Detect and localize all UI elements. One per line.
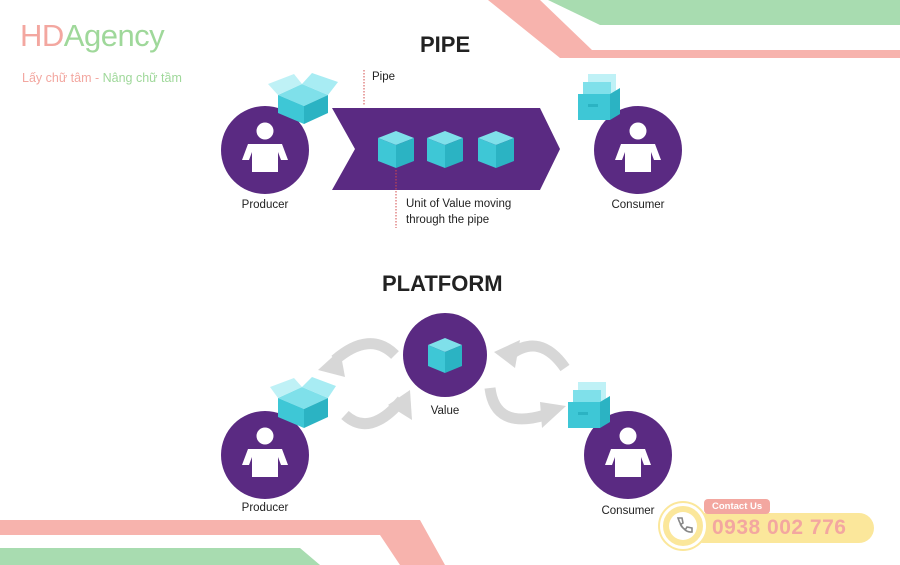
platform-value-box-icon — [428, 338, 462, 373]
logo-tagline-part-a: Lấy chữ tâm - — [22, 71, 103, 85]
platform-producer-label: Producer — [241, 502, 289, 514]
pipe-consumer-person-icon — [615, 122, 661, 172]
pipe-title: PIPE — [420, 32, 471, 57]
contact-phone-number[interactable]: 0938 002 776 — [712, 516, 847, 539]
platform-consumer-stack-icon — [568, 382, 610, 428]
decor-stripes-top — [488, 0, 900, 58]
pipe-consumer-label: Consumer — [611, 199, 665, 211]
pipe-box-icon-3 — [478, 131, 514, 168]
pipe-producer-box-icon — [268, 73, 338, 124]
pipe-consumer-stack-icon — [578, 74, 620, 120]
contact-pill — [688, 513, 874, 543]
pipe-producer-person-icon — [242, 122, 288, 172]
platform-value-label: Value — [430, 405, 460, 417]
decor-stripes-bottom — [0, 520, 445, 565]
pipe-label: Pipe — [372, 71, 396, 83]
phone-icon-ring — [660, 503, 706, 549]
pipe-box-icon-2 — [427, 131, 463, 168]
pipe-producer-label: Producer — [241, 199, 289, 211]
platform-cycle-arrows-left — [331, 338, 407, 430]
platform-consumer-label: Consumer — [601, 505, 655, 517]
logo-agency-text: Agency — [63, 18, 165, 53]
platform-consumer-person-icon — [605, 427, 651, 477]
logo-tagline-part-b: Nâng chữ tầm — [102, 71, 182, 85]
platform-title: PLATFORM — [382, 271, 503, 296]
logo-hd-text: HD — [20, 18, 64, 53]
logo-tagline: Lấy chữ tâm - Nâng chữ tầm — [22, 71, 182, 85]
platform-producer-box-icon — [270, 377, 336, 428]
unit-label-line-1: Unit of Value moving — [406, 198, 512, 210]
unit-label-line-2: through the pipe — [406, 214, 490, 226]
contact-tag: Contact Us — [704, 499, 771, 514]
contact-badge[interactable]: Contact Us 0938 002 776 — [660, 499, 874, 551]
pipe-box-icon-1 — [378, 131, 414, 168]
phone-icon — [669, 512, 697, 540]
brand-logo: HDAgency — [20, 18, 165, 54]
platform-producer-person-icon — [242, 427, 288, 477]
